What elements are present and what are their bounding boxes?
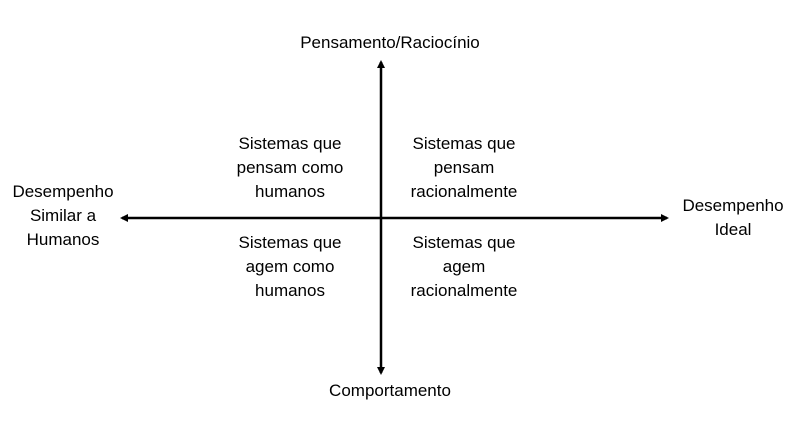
quadrant-bottom-left: Sistemas que agem como humanos	[238, 233, 342, 300]
quadrant-top-right: Sistemas que pensam racionalmente	[410, 134, 518, 201]
quadrant-top-left: Sistemas que pensam como humanos	[236, 134, 344, 201]
quadrant-bottom-right: Sistemas que agem racionalmente	[410, 233, 518, 300]
axis-label-bottom: Comportamento	[329, 381, 451, 400]
axis-label-left: Desempenho Similar a Humanos	[12, 182, 114, 249]
axis-label-top: Pensamento/Raciocínio	[300, 33, 480, 52]
axis-label-right: Desempenho Ideal	[682, 196, 784, 239]
